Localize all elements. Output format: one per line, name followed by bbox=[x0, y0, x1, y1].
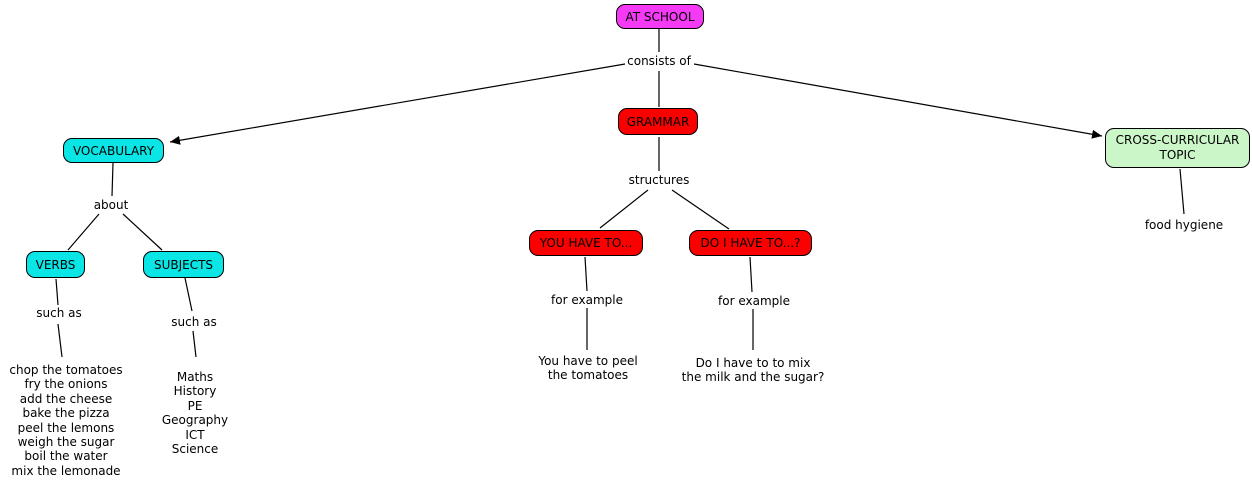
concept-do-i-have-to[interactable]: DO I HAVE TO...? bbox=[689, 230, 812, 256]
concept-vocabulary[interactable]: VOCABULARY bbox=[63, 138, 164, 163]
list-item: add the cheese bbox=[19, 391, 113, 406]
example-line: Do I have to to mix bbox=[695, 356, 811, 370]
linking-phrase-such-as-subjects: such as bbox=[169, 315, 219, 329]
concept-grammar-label: GRAMMAR bbox=[626, 114, 690, 129]
list-item: Science bbox=[171, 442, 219, 457]
edge-crosscurricular-foodhygiene bbox=[1179, 168, 1185, 215]
example-you-have-to: You have to peel the tomatoes bbox=[538, 354, 637, 382]
list-item: bake the pizza bbox=[22, 406, 110, 421]
edge-doihaveto-forexample bbox=[749, 256, 753, 293]
list-item: History bbox=[173, 384, 217, 399]
concept-you-have-to[interactable]: YOU HAVE TO... bbox=[529, 230, 643, 256]
list-item: PE bbox=[187, 398, 203, 413]
linking-phrase-for-example-do: for example bbox=[716, 294, 792, 308]
subject-examples-list: Maths History PE Geography ICT Science bbox=[162, 370, 228, 456]
list-item: chop the tomatoes bbox=[9, 363, 123, 377]
list-item: ICT bbox=[185, 427, 205, 442]
concept-at-school-label: AT SCHOOL bbox=[625, 9, 695, 24]
linking-phrase-structures: structures bbox=[626, 173, 692, 187]
linking-phrase-about: about bbox=[91, 198, 131, 212]
list-item: weigh the sugar bbox=[17, 435, 115, 450]
edge-youhaveto-forexample bbox=[584, 256, 588, 292]
edge-suchas-subjectlist bbox=[192, 330, 197, 358]
edge-verbs-suchas bbox=[55, 278, 59, 306]
edge-consistsof-crosscurricular bbox=[693, 63, 1103, 139]
list-item: peel the lemons bbox=[17, 420, 115, 435]
example-do-i-have-to: Do I have to to mix the milk and the sug… bbox=[682, 356, 825, 384]
edge-vocabulary-about bbox=[111, 162, 114, 197]
example-line: the tomatoes bbox=[547, 368, 629, 382]
concept-verbs[interactable]: VERBS bbox=[26, 251, 85, 278]
concept-cross-curricular-topic-label: CROSS-CURRICULAR TOPIC bbox=[1115, 133, 1240, 162]
verb-examples-list: chop the tomatoes fry the onions add the… bbox=[9, 363, 122, 478]
concept-subjects-label: SUBJECTS bbox=[153, 257, 214, 272]
list-item: Maths bbox=[176, 370, 214, 384]
concept-vocabulary-label: VOCABULARY bbox=[72, 143, 155, 158]
edge-consistsof-vocabulary bbox=[169, 63, 626, 145]
concept-do-i-have-to-label: DO I HAVE TO...? bbox=[700, 236, 801, 250]
list-item: boil the water bbox=[24, 449, 108, 464]
list-item: Geography bbox=[161, 413, 229, 428]
linking-phrase-consists-of: consists of bbox=[625, 54, 693, 68]
edge-subjects-suchas bbox=[184, 277, 193, 312]
edge-about-verbs bbox=[67, 213, 100, 251]
concept-at-school[interactable]: AT SCHOOL bbox=[616, 4, 704, 29]
concept-grammar[interactable]: GRAMMAR bbox=[618, 108, 698, 135]
list-item: mix the lemonade bbox=[11, 463, 121, 478]
concept-food-hygiene: food hygiene bbox=[1142, 218, 1226, 232]
edge-structures-youhaveto bbox=[599, 189, 649, 229]
concept-verbs-label: VERBS bbox=[35, 257, 76, 272]
concept-you-have-to-label: YOU HAVE TO... bbox=[539, 236, 633, 250]
concept-cross-curricular-topic[interactable]: CROSS-CURRICULAR TOPIC bbox=[1105, 128, 1250, 168]
example-line: the milk and the sugar? bbox=[681, 370, 825, 384]
example-line: You have to peel bbox=[538, 354, 638, 368]
edge-about-subjects bbox=[122, 213, 163, 251]
edge-suchas-verblist bbox=[57, 323, 63, 358]
linking-phrase-such-as-verbs: such as bbox=[34, 306, 84, 320]
edge-structures-doihaveto bbox=[671, 189, 730, 230]
concept-subjects[interactable]: SUBJECTS bbox=[143, 251, 224, 278]
linking-phrase-for-example-you: for example bbox=[549, 293, 625, 307]
list-item: fry the onions bbox=[24, 377, 108, 392]
